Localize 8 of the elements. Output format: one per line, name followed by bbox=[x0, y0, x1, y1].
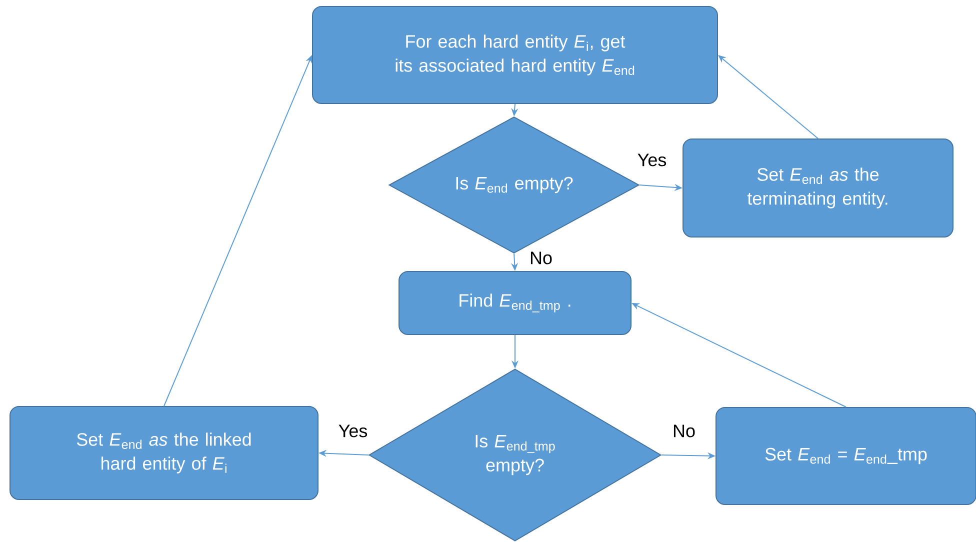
process-box: Set E$_{end}$ = E$_{end}$_tmp bbox=[716, 407, 976, 505]
arrow bbox=[718, 55, 818, 139]
process-box: Set E$_{end}$ as the linked hard entity of E$_{i}$ bbox=[10, 406, 318, 500]
process-box: For each hard entity E$_{i}$, get its associated hard entity E$_{end}$ bbox=[312, 6, 718, 104]
process-box: Find E$_{end_tmp}$ . bbox=[398, 271, 632, 335]
process-box: Set E$_{end}$ as the terminating entity. bbox=[682, 138, 954, 238]
edge-label: No bbox=[672, 424, 696, 438]
edge-label: Yes bbox=[337, 424, 369, 438]
